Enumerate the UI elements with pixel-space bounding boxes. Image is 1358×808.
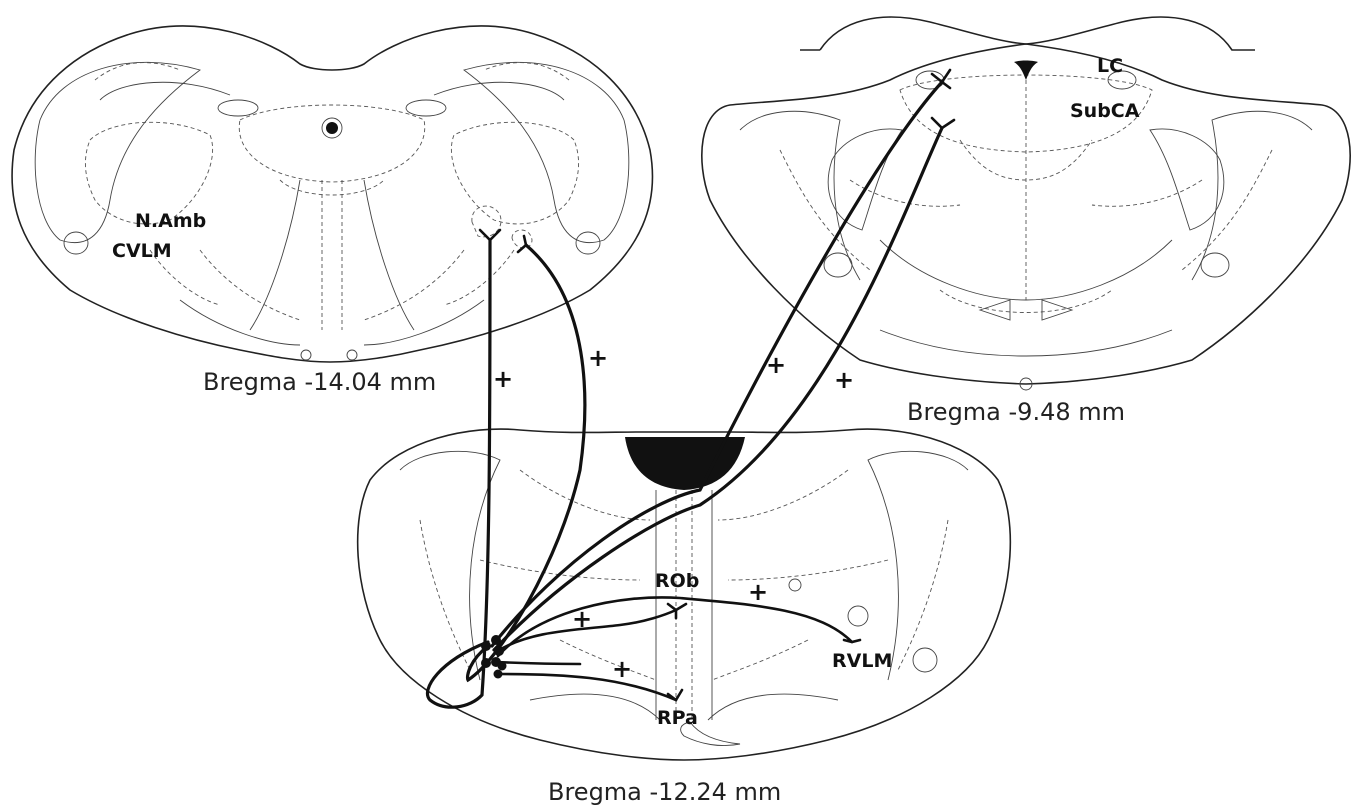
- projection-stub: [496, 662, 580, 664]
- plus-sign: +: [493, 365, 513, 393]
- bregma-middle: Bregma -12.24 mm: [548, 778, 781, 806]
- plus-sign: +: [748, 578, 768, 606]
- plus-sign: +: [766, 351, 786, 379]
- section-caudal-medulla: [12, 26, 652, 362]
- terminal-subca: [932, 118, 954, 128]
- bregma-caudal: Bregma -14.04 mm: [203, 368, 436, 396]
- projection-to-rvlm: [498, 597, 852, 656]
- projection-to-rpa: [500, 674, 676, 700]
- section-rostral-pons: [702, 17, 1350, 390]
- plus-sign: +: [612, 655, 632, 683]
- central-canal-dot: [326, 122, 338, 134]
- terminal-cvlm: [518, 236, 526, 252]
- bregma-rostral: Bregma -9.48 mm: [907, 398, 1125, 426]
- fourth-ventricle-tip: [1014, 61, 1038, 81]
- label-lc: LC: [1097, 55, 1123, 77]
- label-subca: SubCA: [1070, 100, 1140, 122]
- label-namb: N.Amb: [135, 210, 206, 232]
- label-cvlm: CVLM: [112, 240, 172, 262]
- label-rvlm: RVLM: [832, 650, 892, 672]
- plus-sign: +: [588, 344, 608, 372]
- label-rpa: RPa: [657, 707, 698, 729]
- plus-sign: +: [572, 605, 592, 633]
- fourth-ventricle: [625, 437, 745, 490]
- label-rob: ROb: [655, 570, 699, 592]
- terminal-namb: [480, 230, 500, 240]
- plus-sign: +: [834, 366, 854, 394]
- projection-to-namb: [427, 240, 490, 707]
